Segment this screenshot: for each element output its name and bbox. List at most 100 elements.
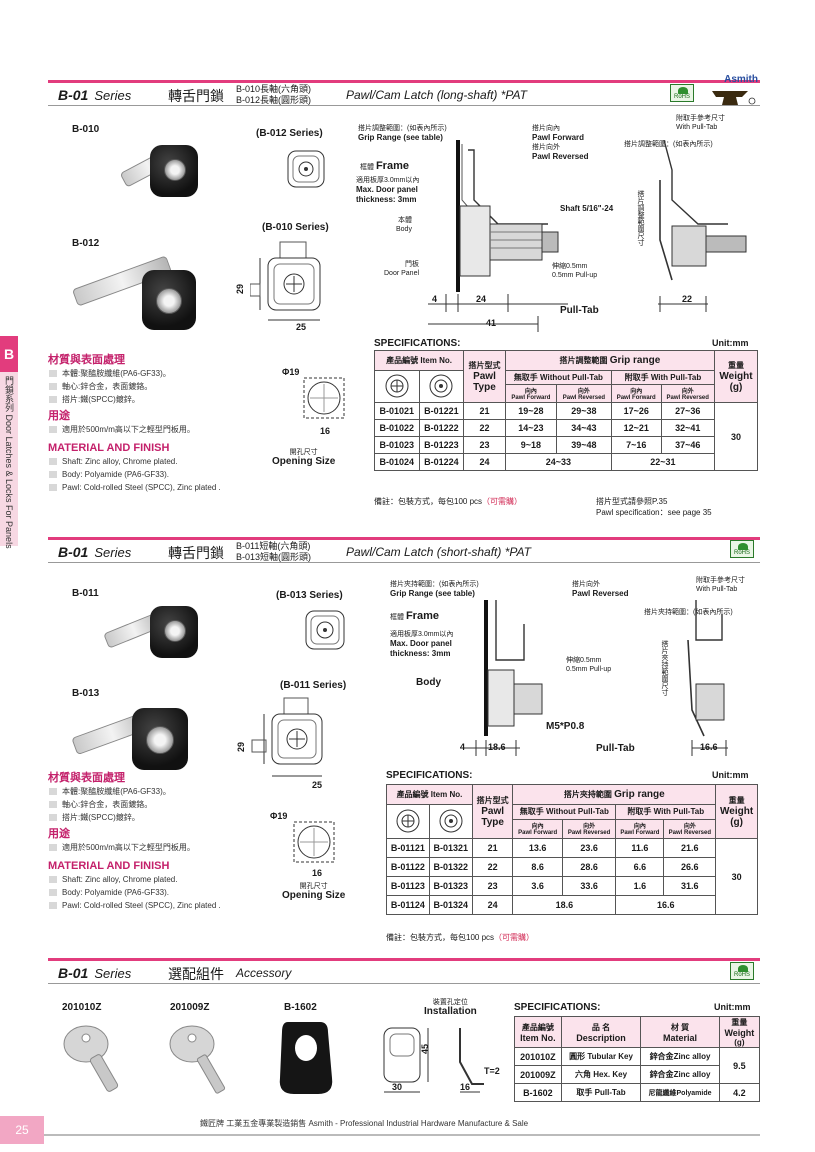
round-head-icon [429, 374, 453, 397]
round-head-icon [439, 809, 463, 832]
side-tab-letter: B [0, 336, 18, 372]
hex-key-image [169, 1025, 226, 1094]
series-label-b011: (B-011 Series) [280, 680, 347, 691]
hex-head-icon [396, 809, 420, 832]
product-image-b010 [119, 135, 220, 205]
phi19-label: Φ19 [270, 811, 288, 821]
m5-note: M5*P0.8 [546, 721, 585, 732]
front-view-b013-drawing [305, 610, 345, 650]
product-image-b011 [103, 598, 214, 664]
grip-range-note: 搭片調整範圍：(如表內所示)Grip Range (see table) [358, 125, 447, 142]
product-label-201010z: 201010Z [62, 1002, 102, 1013]
package-note-1: 備註：包裝方式，每包100 pcs（可需購） [374, 497, 523, 506]
product-label-b013: B-013 [72, 688, 100, 699]
dim-4: 4 [460, 742, 466, 752]
material-list-2: 材質與表面處理 本體:聚醯胺纖維(PA6-GF33)。 軸心:鋅合金，表面鍍鉻。… [48, 772, 298, 912]
dim-22: 22 [682, 294, 693, 304]
material-list-1: 材質與表面處理 本體:聚醯胺纖維(PA6-GF33)。 軸心:鋅合金，表面鍍鉻。… [48, 354, 298, 494]
rohs-badge: RoHS [730, 540, 754, 558]
series-label-b013: (B-013 Series) [276, 590, 343, 601]
side-view-drawing-long [428, 140, 747, 332]
product-image-b013 [71, 698, 212, 776]
front-view-b010-drawing [250, 241, 321, 321]
hex-head-icon [385, 374, 409, 397]
package-note-2: 備註：包裝方式，每包100 pcs（可需購） [386, 933, 535, 942]
asmith-logo: Asmith [702, 74, 758, 110]
series-label-b010: (B-010 Series) [262, 222, 329, 233]
footer-divider [44, 1134, 760, 1136]
opening-size-drawing-2 [293, 821, 335, 863]
dim-24: 24 [476, 294, 487, 304]
dim-16-6: 16.6 [700, 742, 718, 752]
section-subtitle-1: B-011短軸(六角頭) [236, 541, 311, 551]
dim-41: 41 [486, 318, 497, 328]
pulltab-label: Pull-Tab [560, 305, 599, 316]
rohs-badge: RoHS [670, 84, 694, 102]
frame-note: 框體 Frame [360, 160, 409, 172]
product-label-b011: B-011 [72, 588, 99, 599]
pull-tab-image [279, 1022, 333, 1094]
product-label-b1602: B-1602 [284, 1002, 317, 1013]
section-cn-title: 選配組件 [168, 966, 224, 982]
side-tab: B 門鎖系列 Door Latches & Locks For Panels [0, 336, 18, 549]
rohs-badge: RoHS [730, 962, 754, 980]
page-number: 25 [0, 1116, 44, 1144]
product-image-b012 [71, 248, 212, 338]
frame-note: 框體 Frame [390, 610, 439, 622]
side-view-drawing-short [460, 600, 728, 756]
unit-label-3: Unit:mm [714, 1002, 751, 1012]
section-en-title: Accessory [236, 966, 292, 980]
installation-drawing [383, 1027, 484, 1093]
section-subtitle-1: B-010長軸(六角頭) [236, 84, 312, 94]
dim-18-6: 18.6 [488, 742, 506, 752]
tubular-key-image [63, 1025, 119, 1092]
front-view-b012-drawing [287, 150, 325, 188]
vertical-dim-note: 搭片調整範圍尺寸 [637, 190, 644, 246]
grip-range-note: 搭片夾持範圍：(如表內所示)Grip Range (see table) [390, 581, 479, 598]
unit-label-2: Unit:mm [712, 770, 749, 780]
dim-16: 16 [312, 868, 323, 878]
grip-range-note-2: 搭片夾持範圍：(如表內所示) [644, 609, 733, 616]
product-label-201009z: 201009Z [170, 1002, 210, 1013]
section-subtitle-2: B-013短軸(圓形頭) [236, 552, 312, 562]
section-subtitle-2: B-012長軸(圓形頭) [236, 95, 312, 105]
grip-range-note-2: 搭片調整範圍：(如表內所示) [624, 141, 713, 148]
footer-text: 鐵匠牌 工業五金專業製造銷售 Asmith - Professional Ind… [200, 1119, 529, 1128]
pulltab-label: Pull-Tab [596, 743, 635, 754]
opening-size-drawing-1 [303, 377, 345, 419]
unit-label-1: Unit:mm [712, 338, 749, 348]
dim-30: 30 [392, 1082, 403, 1092]
dim-t2: T=2 [484, 1066, 500, 1076]
table-row: 201010Z 圓形 Tubular Key 鋅合金Zinc alloy 9.5 [514, 1047, 761, 1084]
dim-25: 25 [296, 322, 307, 332]
product-label-b012: B-012 [72, 238, 100, 249]
vertical-dim-note: 搭片夾持範圍尺寸 [661, 640, 668, 696]
dim-4: 4 [432, 294, 438, 304]
